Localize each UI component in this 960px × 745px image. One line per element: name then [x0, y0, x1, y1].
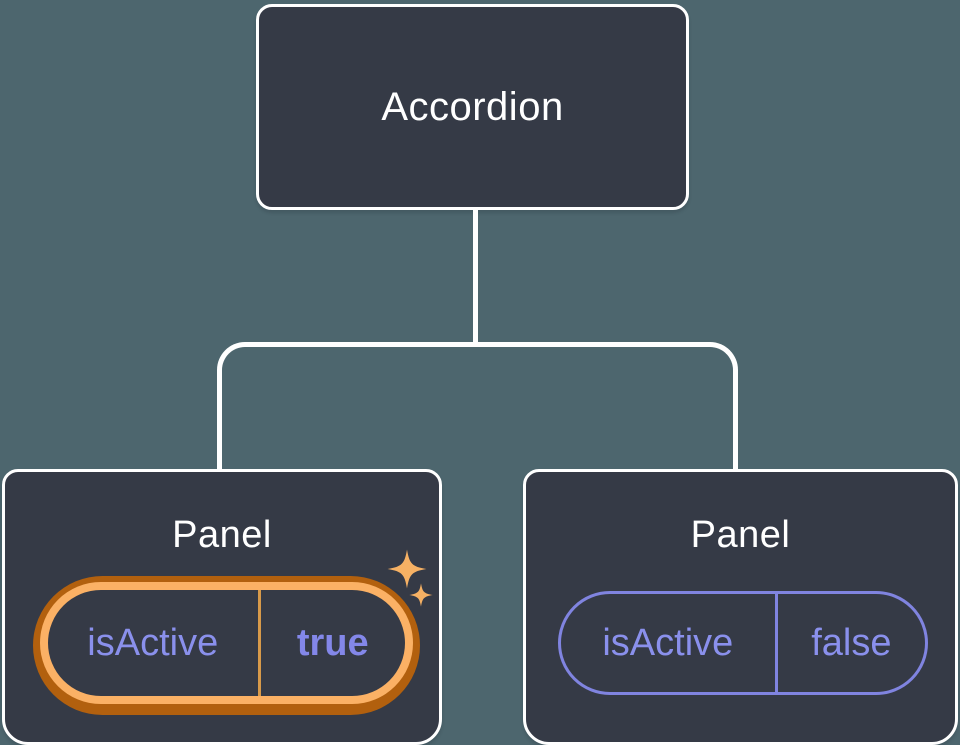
panel-title: Panel — [172, 514, 272, 556]
state-pill-active-inner-ring: isActive true — [40, 582, 413, 704]
accordion-node: Accordion — [256, 4, 689, 210]
sparkle-icon-small — [409, 583, 433, 607]
connector-branch — [217, 342, 738, 469]
state-pill-active-core: isActive true — [48, 590, 405, 696]
sparkle-icon-large — [387, 549, 427, 589]
state-value-label: false — [811, 621, 892, 664]
state-pill-divider — [257, 590, 261, 696]
state-key-label: isActive — [87, 621, 219, 664]
connector-stem — [473, 208, 478, 347]
state-key-label: isActive — [602, 621, 734, 664]
accordion-label: Accordion — [381, 84, 564, 129]
state-value-label: true — [296, 621, 369, 664]
state-pill-divider — [774, 594, 778, 692]
state-pill-active: isActive true — [33, 576, 420, 715]
panel-title: Panel — [690, 514, 791, 556]
panel-node-active: Panel isActive true — [2, 469, 442, 745]
panel-node-inactive: Panel isActive false — [523, 469, 958, 745]
state-pill-inactive: isActive false — [558, 591, 928, 695]
